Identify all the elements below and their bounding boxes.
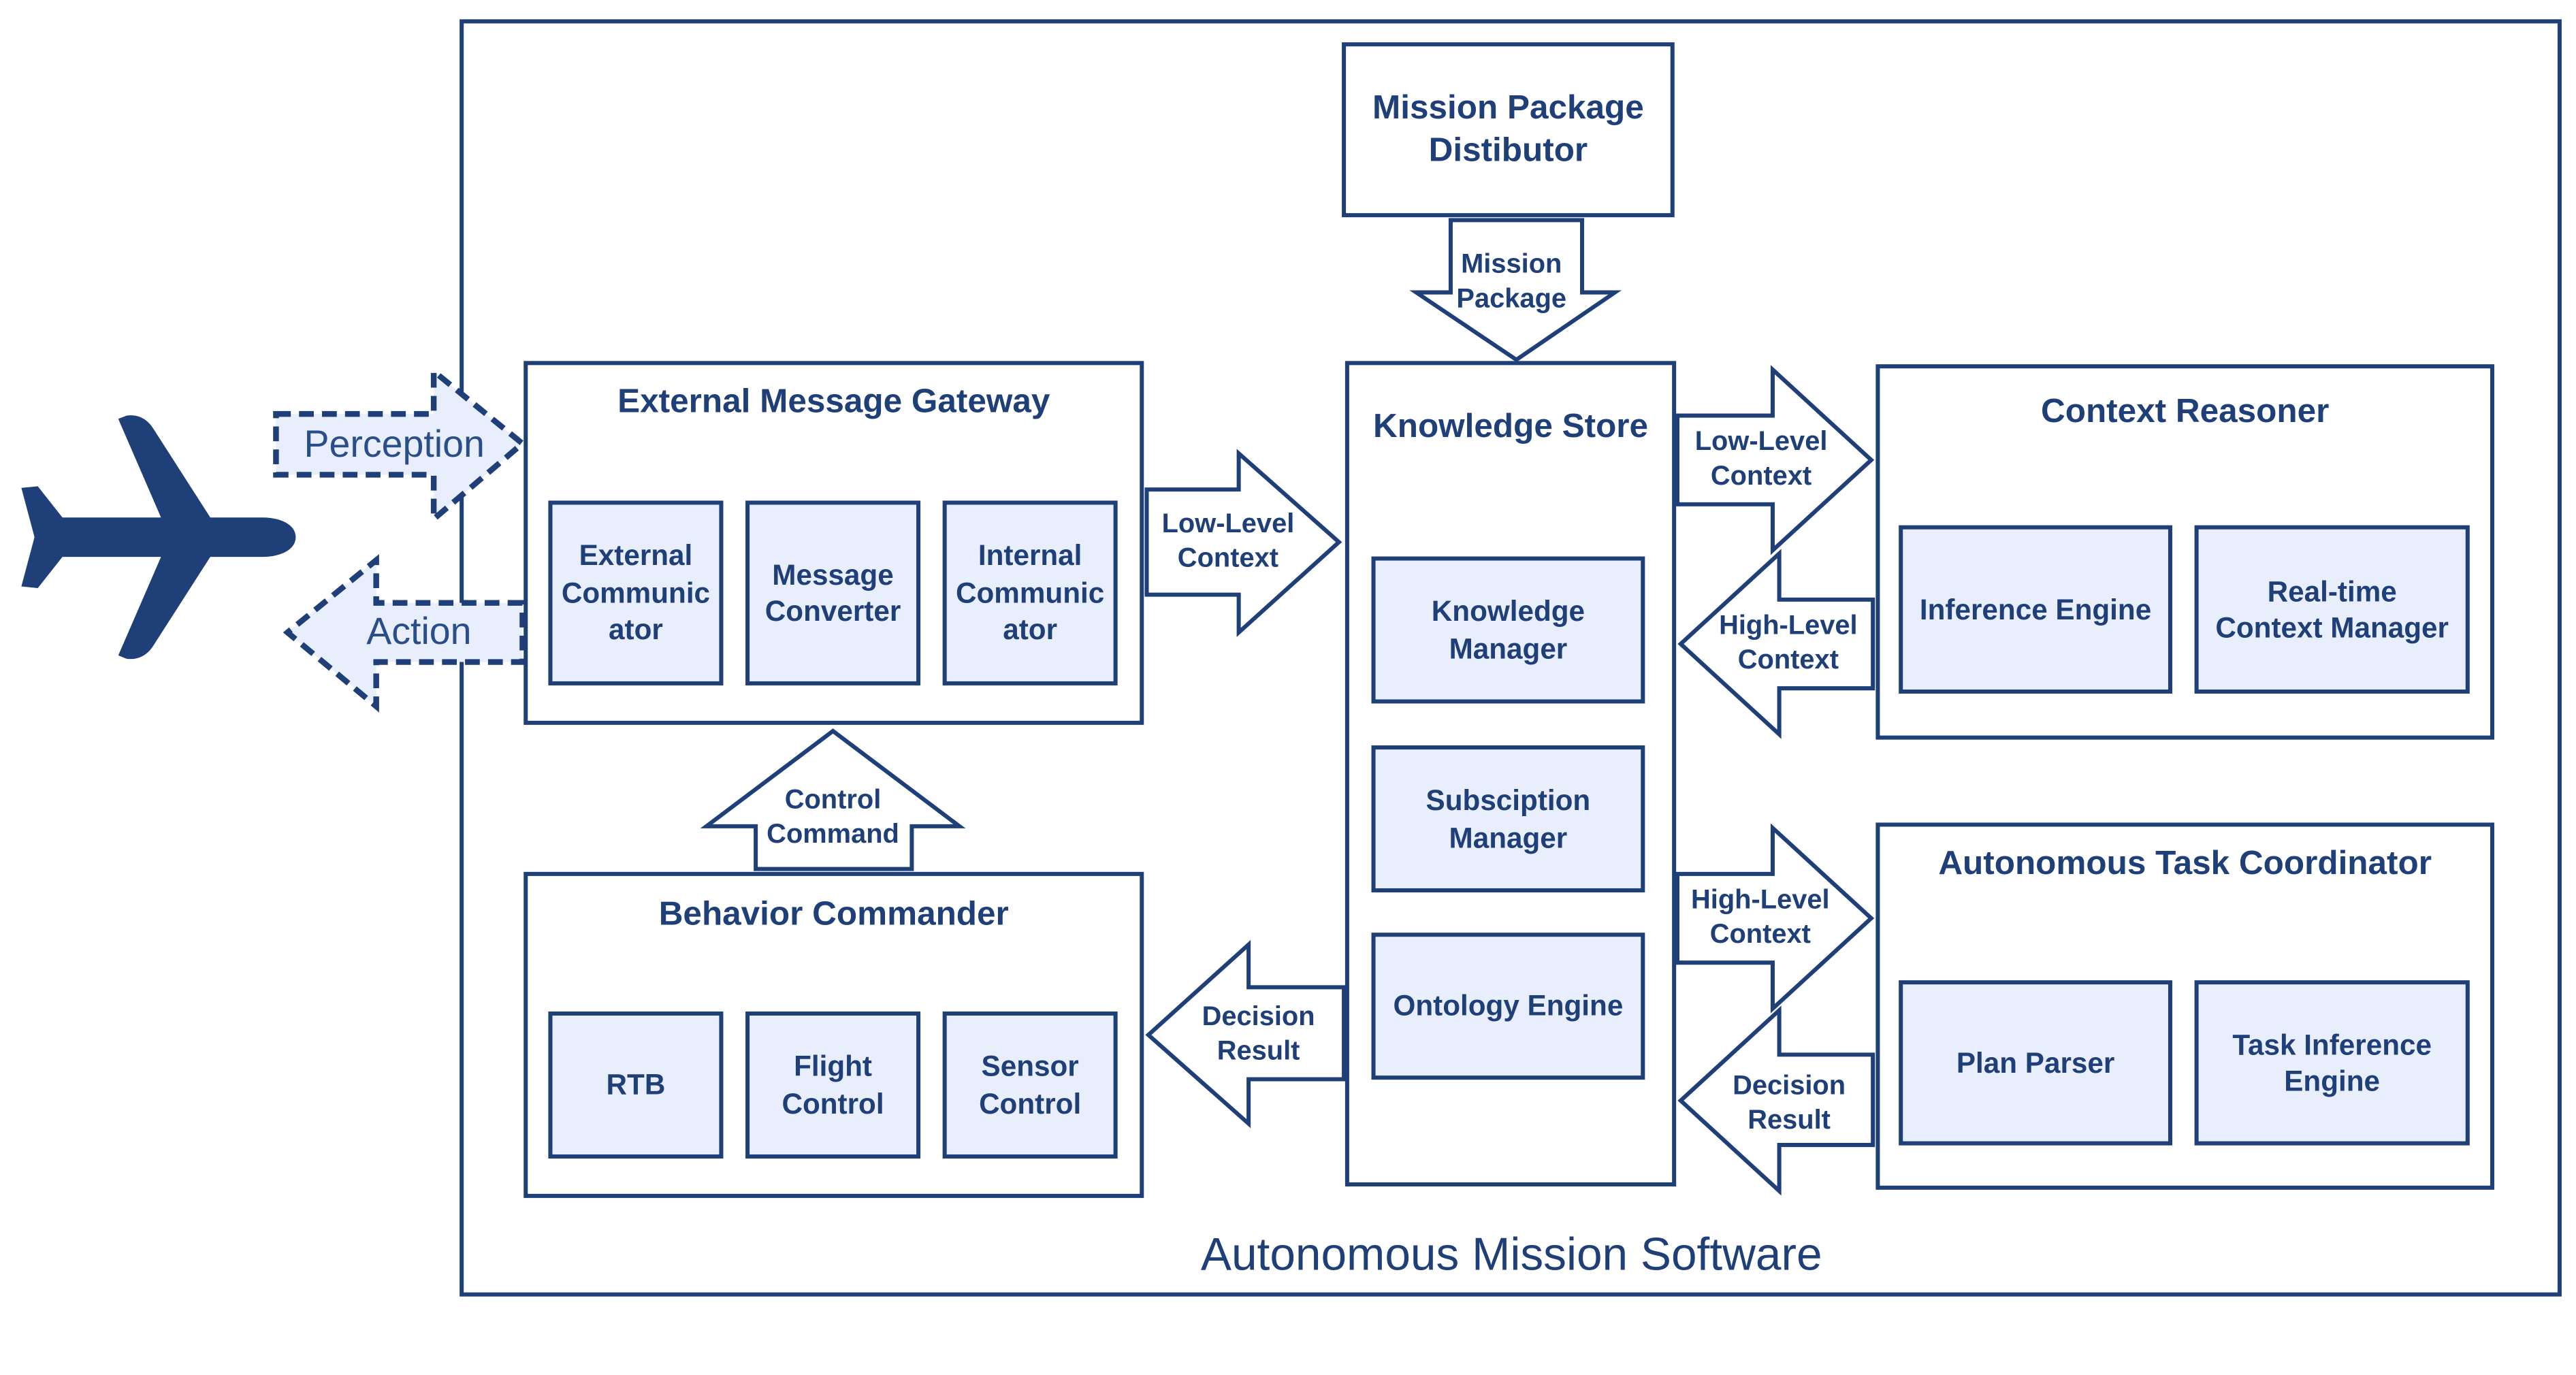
store-to-coordinator-arrow <box>1675 823 1875 1014</box>
knowledge-manager-label: Knowledge Manager <box>1431 594 1585 665</box>
action-label: Action <box>366 610 472 653</box>
airplane-icon <box>21 415 296 660</box>
plan-parser-label: Plan Parser <box>1956 1046 2115 1080</box>
module-box <box>942 1011 1118 1159</box>
module-box <box>1899 525 2172 694</box>
context-reasoner-box <box>1875 364 2494 740</box>
subscription-manager-label: Subsciption Manager <box>1426 783 1591 854</box>
perception-label: Perception <box>304 422 485 466</box>
store-to-reasoner-arrow <box>1675 365 1875 555</box>
sensor-control-label: Sensor Control <box>979 1050 1082 1120</box>
module-box <box>745 500 921 685</box>
mission-package-distributor-box <box>1342 42 1675 218</box>
module-box <box>1371 745 1645 893</box>
ontology-engine-label: Ontology Engine <box>1393 989 1624 1022</box>
module-box <box>1899 980 2172 1146</box>
flight-control-label: Flight Control <box>782 1050 884 1120</box>
perception-arrow <box>273 365 528 525</box>
commander-to-gateway-flow-label: Control Command <box>767 785 899 850</box>
reasoner-to-store-arrow <box>1677 549 1875 739</box>
module-box <box>745 1011 921 1159</box>
autonomous-task-coordinator-title: Autonomous Task Coordinator <box>1938 844 2432 882</box>
autonomous-task-coordinator-box <box>1875 822 2494 1190</box>
module-box <box>1371 933 1645 1080</box>
reasoner-to-store-flow-label: High-Level Context <box>1719 611 1858 675</box>
action-arrow <box>283 554 526 713</box>
coordinator-to-store-flow-label: Decision Result <box>1733 1071 1846 1135</box>
behavior-commander-title: Behavior Commander <box>658 894 1009 933</box>
realtime-context-manager-label: Real-time Context Manager <box>2215 574 2449 645</box>
module-box <box>942 500 1118 685</box>
inference-engine-label: Inference Engine <box>1919 592 2152 626</box>
system-title: Autonomous Mission Software <box>1200 1229 1822 1280</box>
module-box <box>2194 980 2470 1146</box>
gateway-to-store-arrow <box>1144 449 1342 637</box>
store-to-commander-flow-label: Decision Result <box>1202 1001 1315 1067</box>
gateway-to-store-flow-label: Low-Level Context <box>1161 508 1295 574</box>
module-box <box>548 500 724 685</box>
mission-package-flow-label: Mission Package <box>1456 249 1567 314</box>
external-message-gateway-box <box>524 361 1144 725</box>
module-box <box>2194 525 2470 694</box>
coordinator-to-store-arrow <box>1677 1005 1875 1196</box>
store-to-reasoner-flow-label: Low-Level Context <box>1694 427 1828 491</box>
external-communicator-label: External Communic ator <box>561 539 711 646</box>
store-to-coordinator-flow-label: High-Level Context <box>1691 885 1830 950</box>
behavior-commander-box <box>524 871 1144 1198</box>
commander-to-gateway-arrow <box>700 728 966 871</box>
knowledge-store-box <box>1345 361 1677 1187</box>
knowledge-store-title: Knowledge Store <box>1372 407 1649 445</box>
message-converter-label: Message Converter <box>764 557 901 628</box>
rtb-label: RTB <box>606 1068 666 1101</box>
module-box <box>1371 556 1645 704</box>
external-message-gateway-title: External Message Gateway <box>617 382 1050 421</box>
store-to-commander-arrow <box>1145 939 1347 1129</box>
context-reasoner-title: Context Reasoner <box>2040 392 2330 430</box>
mission-package-distributor-title: Mission Package Distibutor <box>1372 88 1644 169</box>
module-box <box>548 1011 724 1159</box>
mission-package-arrow <box>1409 218 1622 363</box>
internal-communicator-label: Internal Communic ator <box>956 539 1105 646</box>
task-inference-engine-label: Task Inference Engine <box>2232 1027 2432 1098</box>
